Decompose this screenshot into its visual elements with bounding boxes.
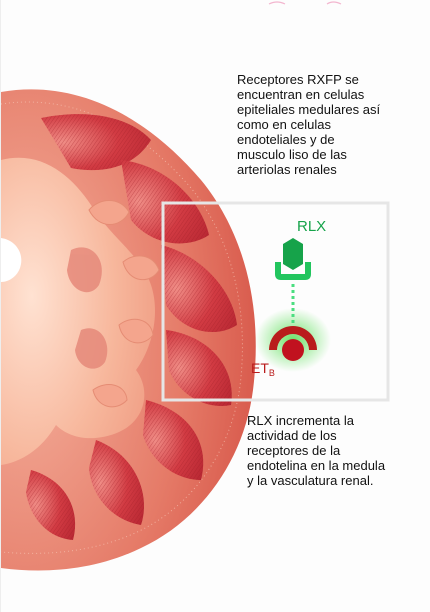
etb-label-sub: B — [269, 368, 275, 378]
etb-label-main: ET — [251, 360, 269, 376]
caption-rlx-activity: RLX incrementa la actividad de los recep… — [247, 413, 427, 488]
etb-label: ETB — [251, 360, 275, 378]
receptor-ligand-ball — [282, 339, 304, 361]
rlx-label: RLX — [297, 218, 326, 235]
caption-rxfp-receptors: Receptores RXFP se encuentran en celulas… — [237, 72, 427, 177]
green-hexagon-icon — [283, 238, 303, 270]
